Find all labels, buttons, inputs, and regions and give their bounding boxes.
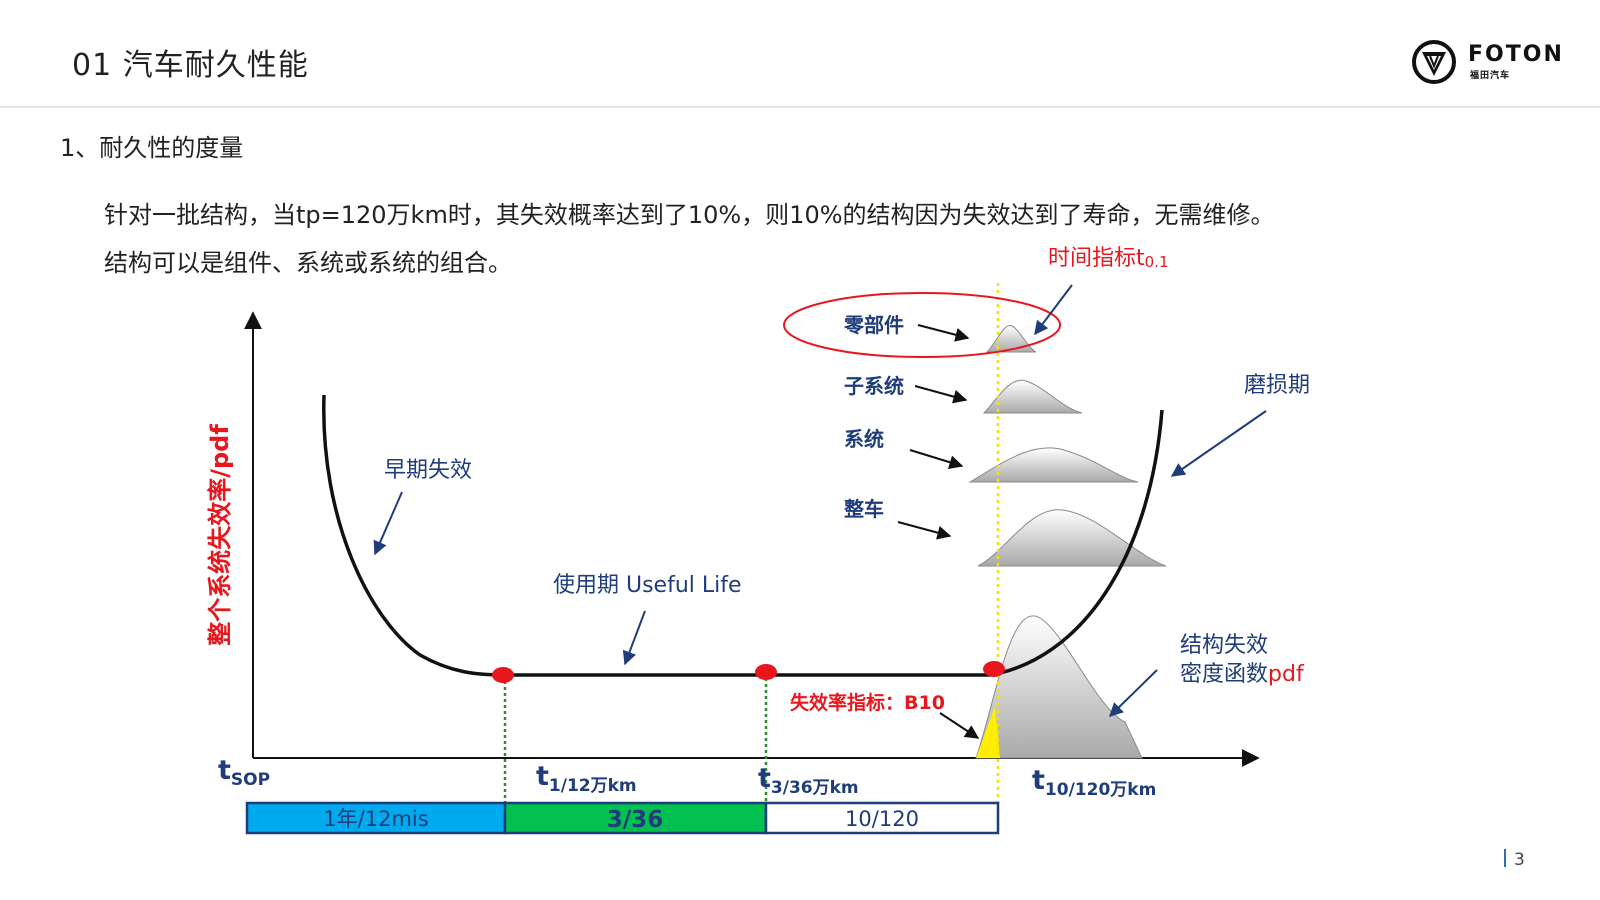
page-number: 3 (1514, 850, 1525, 870)
paragraph-line-1: 针对一批结构，当tp=120万km时，其失效概率达到了10%，则10%的结构因为… (104, 201, 1275, 229)
t1-label: t1/12万km (536, 761, 637, 796)
b10-arrow (939, 712, 980, 739)
t10-main: t (1032, 765, 1045, 796)
t-sop-sub: SOP (231, 770, 270, 790)
time-index-label: 时间指标t0.1 (1048, 246, 1169, 271)
bar-segment-2 (503, 801, 768, 835)
structure-failure-label-2: 密度函数pdf (1180, 662, 1305, 687)
subsystem-arrow (914, 385, 968, 404)
bar-segment-2-label: 3/36 (607, 807, 663, 833)
slide-title: 01 汽车耐久性能 (72, 48, 309, 83)
component-label: 零部件 (843, 313, 904, 337)
t3-label: t3/36万km (758, 763, 859, 798)
marker-t1 (492, 667, 514, 683)
structure-failure-pdf-text: pdf (1268, 662, 1305, 687)
paragraph-line-2: 结构可以是组件、系统或系统的组合。 (104, 249, 512, 277)
bar-segment-3-label: 10/120 (845, 807, 919, 831)
page-number-bar (1504, 849, 1506, 867)
t-sop-label: tSOP (218, 755, 270, 790)
system-arrow (909, 449, 964, 469)
marker-t3 (755, 664, 777, 680)
foton-emblem-icon (1412, 40, 1456, 84)
bar-segment-3 (764, 801, 1000, 835)
t1-main: t (536, 761, 549, 792)
wear-out-label: 磨损期 (1244, 373, 1310, 398)
logo-sub-text: 福田汽车 (1470, 71, 1511, 81)
marker-t10 (983, 661, 1005, 677)
bar-segment-1-label: 1年/12mis (323, 807, 428, 831)
t1-sub: 1/12万km (549, 776, 637, 796)
structure-failure-label-1: 结构失效 (1180, 633, 1268, 658)
system-pdf-shape (968, 447, 1139, 483)
foton-logo: FOTON 福田汽车 (1410, 38, 1562, 86)
section-title: 1、耐久性的度量 (60, 134, 244, 162)
failure-rate-index-label: 失效率指标：B10 (790, 691, 945, 714)
bar-segment-1 (245, 801, 507, 835)
t3-main: t (758, 763, 771, 794)
structure-pdf-shape (975, 615, 1143, 759)
t-sop-main: t (218, 755, 231, 786)
y-axis-label: 整个系统失效率/pdf (206, 424, 234, 646)
useful-life-arrow (622, 610, 646, 666)
vehicle-arrow (897, 521, 952, 540)
time-index-arrow (1034, 284, 1073, 336)
wear-out-arrow (1170, 410, 1267, 477)
t10-label: t10/120万km (1032, 765, 1156, 800)
header-divider (0, 106, 1600, 108)
t3-sub: 3/36万km (771, 778, 859, 798)
subsystem-label: 子系统 (844, 374, 904, 398)
useful-life-label: 使用期 Useful Life (553, 573, 742, 598)
vehicle-label: 整车 (843, 497, 884, 521)
early-failure-arrow (373, 491, 403, 556)
t10-sub: 10/120万km (1045, 780, 1156, 800)
structure-pdf-arrow (1108, 669, 1158, 717)
component-pdf-shape (985, 325, 1037, 353)
time-index-subscript: 0.1 (1145, 253, 1169, 271)
time-index-main: 时间指标t (1048, 246, 1145, 271)
component-arrow (917, 324, 970, 342)
structure-failure-label-2-text: 密度函数 (1180, 662, 1268, 687)
system-label: 系统 (844, 427, 884, 451)
bathtub-curve (322, 394, 1164, 677)
logo-brand-text: FOTON (1468, 42, 1564, 67)
b10-area (976, 706, 1000, 758)
vehicle-pdf-shape (977, 509, 1167, 567)
component-highlight-ellipse (783, 292, 1061, 358)
early-failure-label: 早期失效 (384, 458, 472, 483)
